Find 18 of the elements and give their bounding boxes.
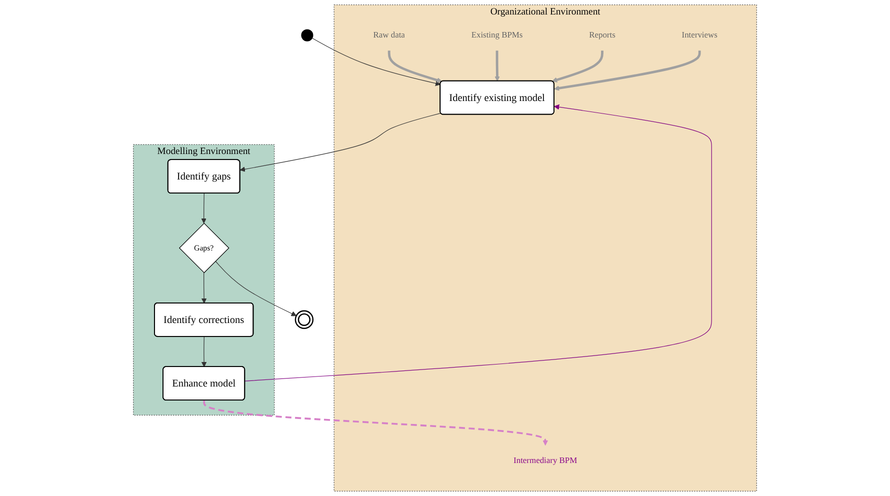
node-text: Raw data [373,30,405,40]
arrow [201,193,206,224]
arrow [201,272,207,304]
node-text: Intermediary BPM [514,456,578,466]
arrow [240,112,442,172]
arrow [201,336,207,368]
node-text: Reports [589,30,616,40]
arrow [244,104,712,382]
node-circle [301,29,314,42]
arrow [552,50,604,82]
node-text: Interviews [682,30,718,40]
node-text: Existing BPMs [471,30,523,40]
arrow [203,400,548,446]
arrow [215,260,297,316]
node-circle [294,310,314,329]
arrow [312,38,441,86]
arrow [494,50,500,82]
arrow [388,50,442,83]
